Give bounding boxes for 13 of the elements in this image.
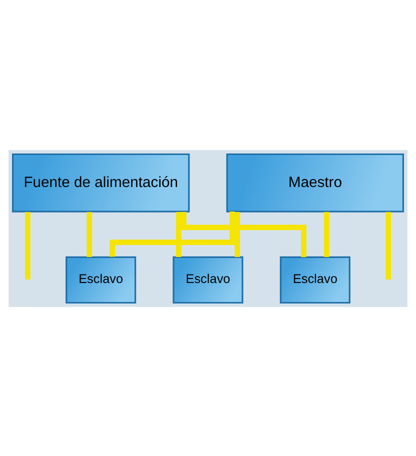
connector [176, 212, 182, 257]
connector [25, 212, 30, 279]
node-box: Maestro [226, 152, 404, 212]
connector [110, 211, 235, 256]
node-box: Esclavo [172, 256, 244, 304]
node-box: Esclavo [280, 256, 350, 304]
connector [234, 212, 240, 257]
connector [86, 212, 92, 257]
connector [386, 212, 391, 279]
connector [181, 211, 306, 257]
node-box: Fuente de alimentación [12, 152, 190, 212]
connector [324, 212, 330, 257]
node-box: Esclavo [66, 256, 136, 304]
